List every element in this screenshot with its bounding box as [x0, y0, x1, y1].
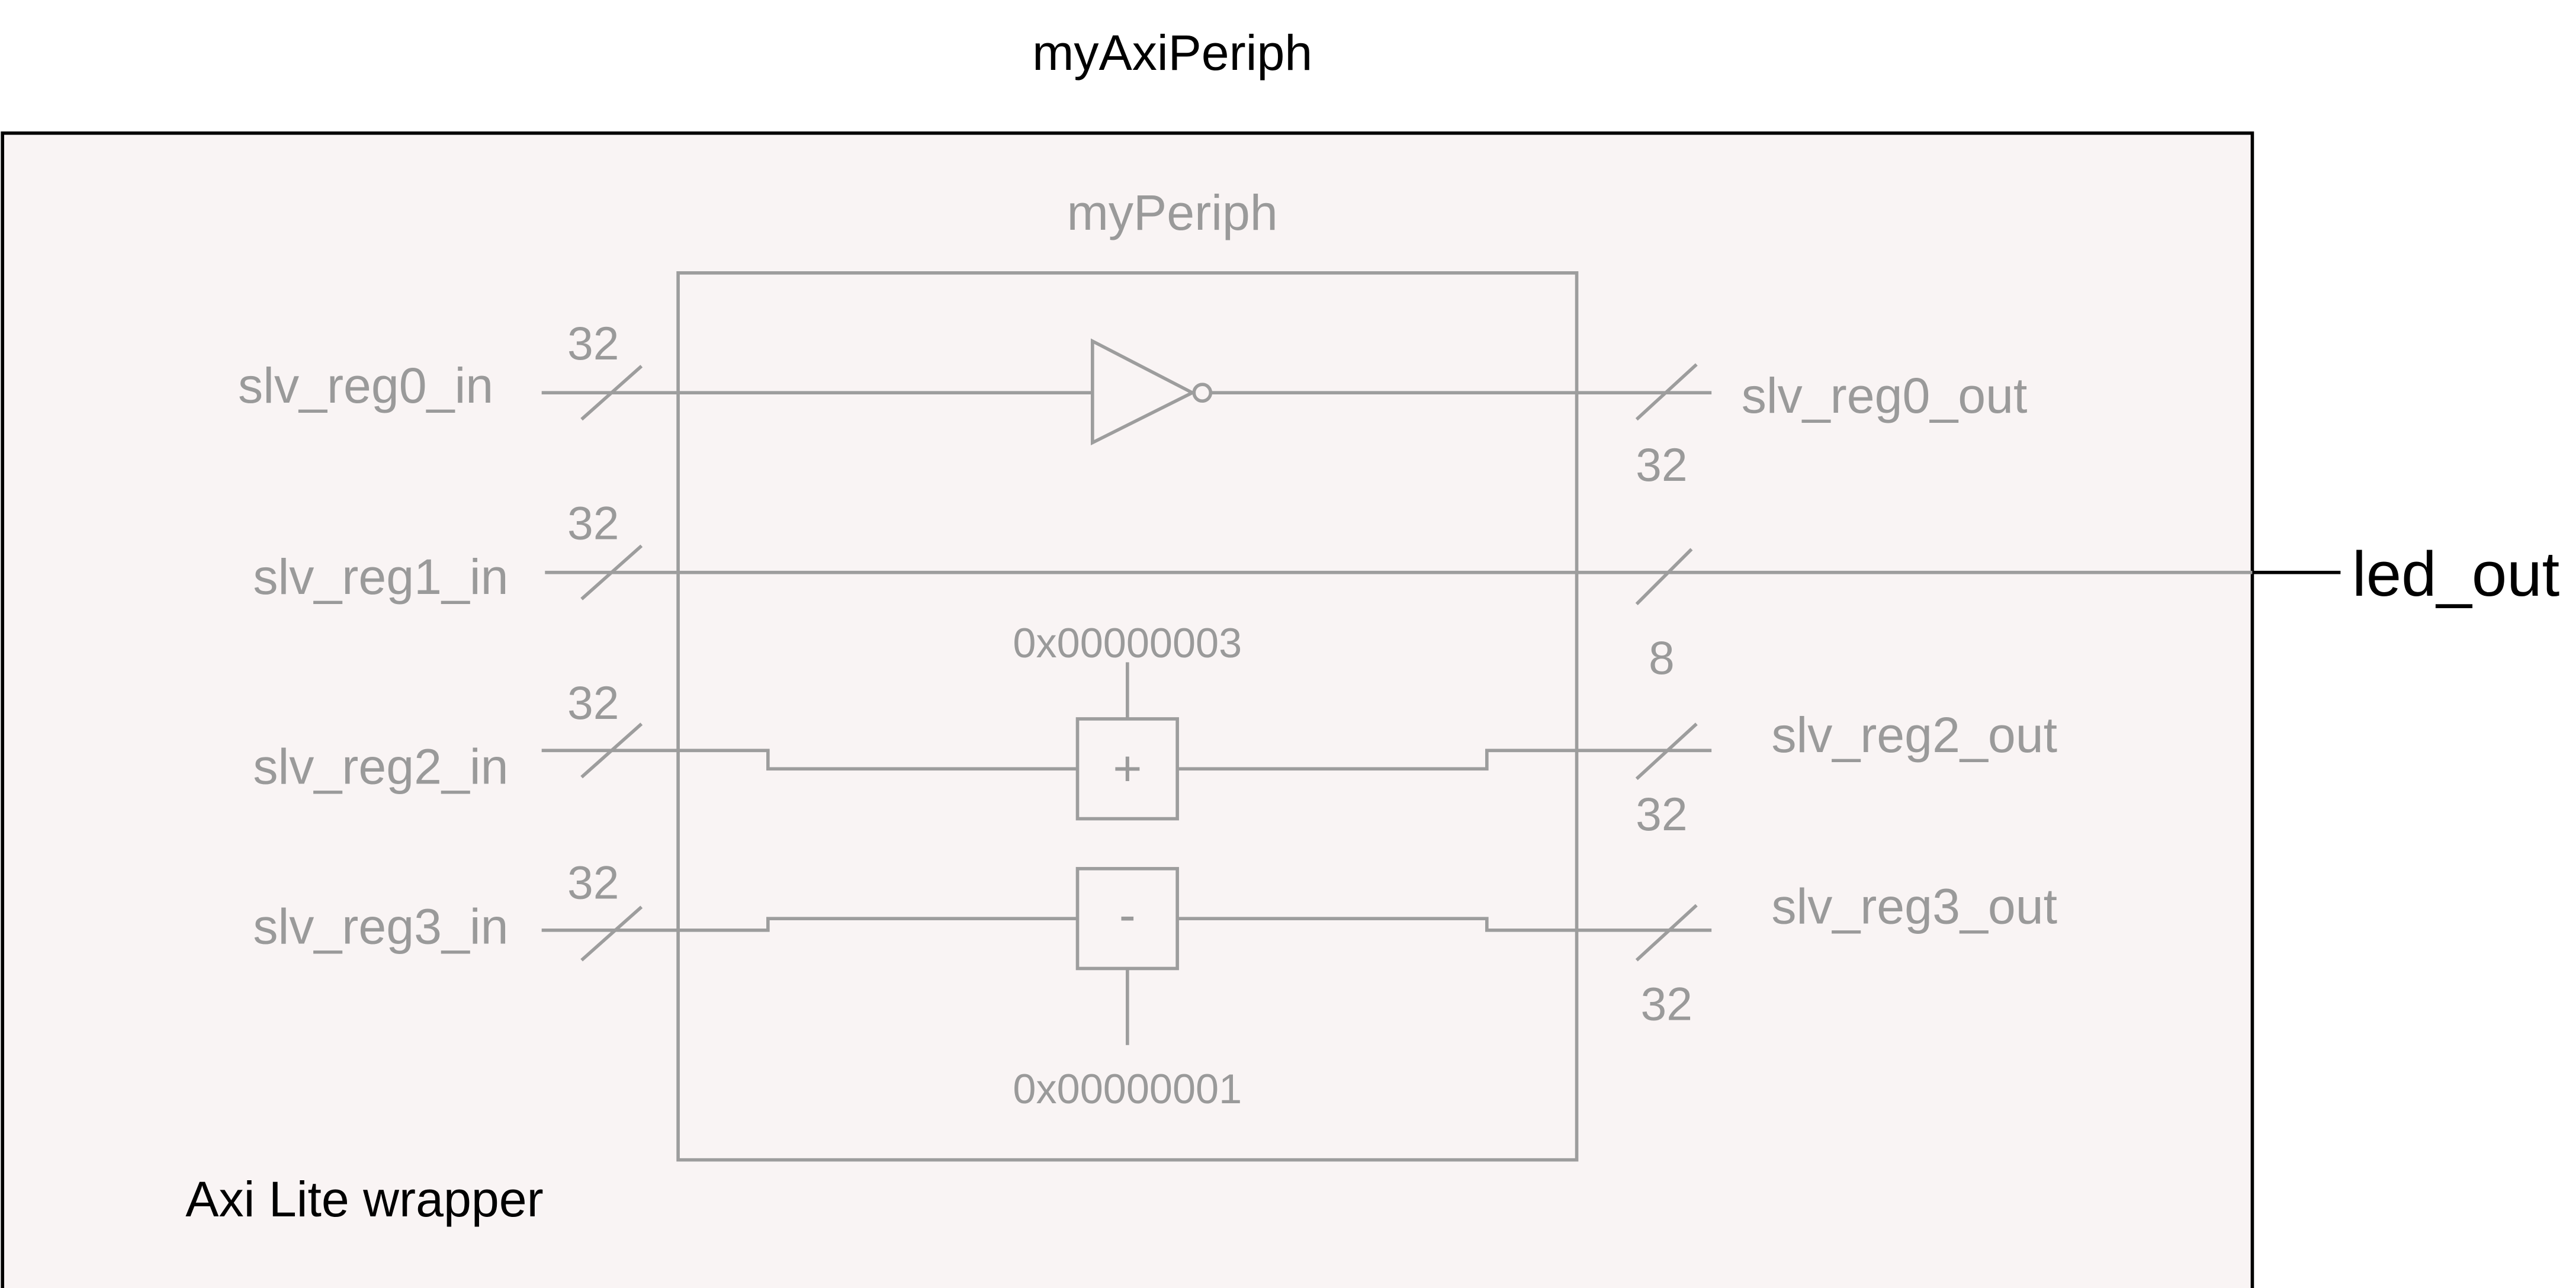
wire-slv-reg2-in [541, 749, 1078, 771]
wire-slv-reg3-in [541, 917, 1078, 932]
adder-constant-label: 0x00000003 [1013, 619, 1242, 666]
inner-module-box [676, 271, 1579, 1162]
input-label-slv-reg3: slv_reg3_in [253, 898, 508, 954]
not-gate-icon [1091, 338, 1196, 446]
bus-slash-in-3 [580, 905, 643, 962]
inner-module-title: myPeriph [1067, 185, 1278, 240]
output-label-slv-reg3: slv_reg3_out [1771, 879, 2057, 934]
bus-slash-out-3 [1635, 904, 1698, 962]
input-label-slv-reg0: slv_reg0_in [238, 358, 493, 413]
input-label-slv-reg2: slv_reg2_in [253, 739, 508, 795]
wrapper-label: Axi Lite wrapper [185, 1171, 543, 1227]
input-width-slv-reg1: 32 [567, 497, 619, 549]
subtractor-constant-label: 0x00000001 [1013, 1065, 1242, 1112]
led-out-label: led_out [2352, 538, 2559, 609]
bus-slash-out-0 [1635, 363, 1698, 421]
output-label-slv-reg0: slv_reg0_out [1742, 368, 2028, 423]
top-module-title: myAxiPeriph [1032, 25, 1312, 81]
input-width-slv-reg0: 32 [567, 317, 619, 370]
subtractor-symbol: - [1119, 887, 1136, 943]
output-width-slv-reg0: 32 [1636, 439, 1688, 491]
output-width-slv-reg2: 32 [1636, 788, 1688, 840]
input-width-slv-reg3: 32 [567, 856, 619, 908]
bus-slash-in-1 [580, 544, 643, 600]
adder-symbol: + [1113, 740, 1142, 796]
input-label-slv-reg1: slv_reg1_in [253, 549, 508, 605]
output-width-led: 8 [1649, 632, 1675, 684]
wire-slv-reg2-out [1177, 749, 1712, 771]
output-label-slv-reg2: slv_reg2_out [1771, 707, 2057, 763]
output-width-slv-reg3: 32 [1641, 978, 1693, 1030]
bus-slash-in-0 [580, 365, 643, 421]
bus-slash-out-1 [1635, 548, 1693, 606]
input-width-slv-reg2: 32 [567, 677, 619, 729]
wire-slv-reg3-out [1177, 917, 1712, 932]
bus-slash-in-2 [580, 722, 643, 779]
bus-slash-out-2 [1635, 722, 1698, 780]
